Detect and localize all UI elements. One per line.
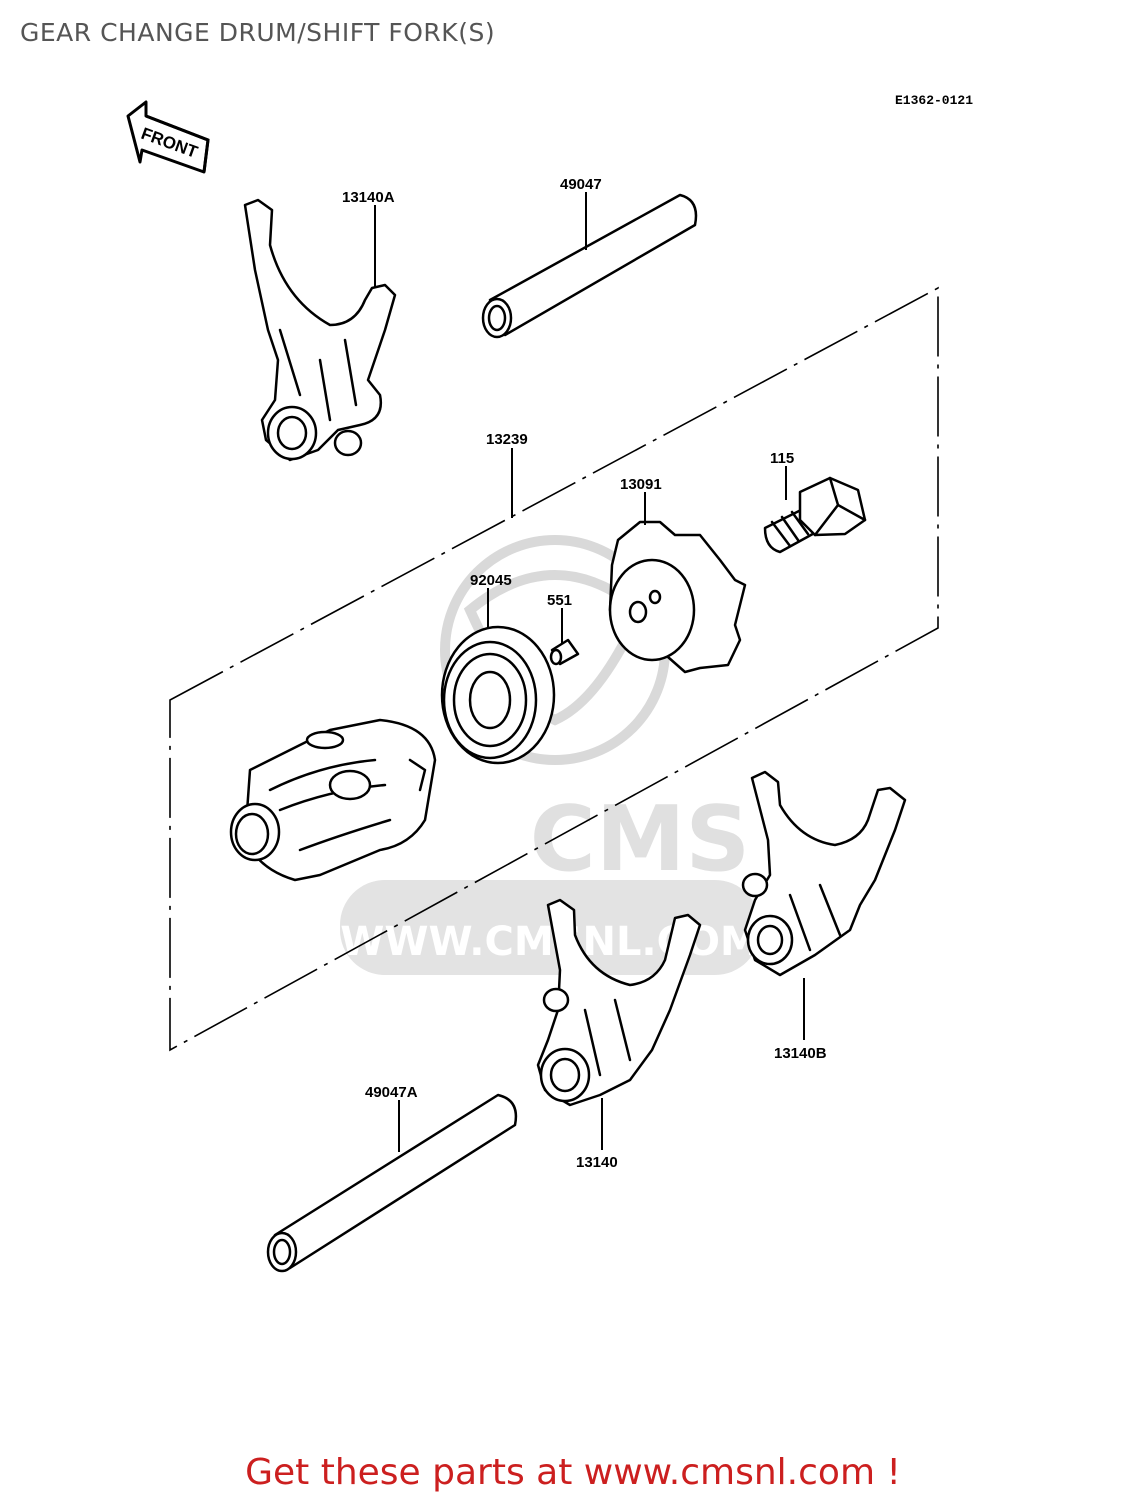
- part-label-13140A: 13140A: [342, 189, 395, 206]
- part-label-13140: 13140: [576, 1154, 618, 1171]
- part-label-13140B: 13140B: [774, 1045, 827, 1062]
- shift-fork-13140: [536, 898, 702, 1107]
- diagram-ref: E1362-0121: [895, 93, 973, 108]
- pin-551: [549, 638, 580, 666]
- star-cam-13091: [608, 520, 747, 674]
- page-title: GEAR CHANGE DRUM/SHIFT FORK(S): [20, 18, 496, 47]
- front-arrow-icon: FRONT: [126, 100, 210, 174]
- assembly-outline: [169, 286, 939, 1052]
- part-label-92045: 92045: [470, 572, 512, 589]
- part-label-13091: 13091: [620, 476, 662, 493]
- shift-shaft-49047A: [266, 1093, 518, 1273]
- part-label-49047: 49047: [560, 176, 602, 193]
- part-label-551: 551: [547, 592, 572, 609]
- shift-fork-13140A: [243, 198, 397, 462]
- part-label-115: 115: [770, 450, 794, 467]
- leader-lines: [374, 192, 805, 1152]
- shift-fork-13140B: [741, 770, 907, 977]
- bearing-92045: [440, 625, 556, 765]
- watermark-brand: CMS: [530, 787, 750, 892]
- shift-drum-13239: [229, 718, 437, 882]
- parts-diagram: CMS WWW.CMSNL.COM E1362-0121 FRONT: [126, 93, 973, 1273]
- part-label-49047A: 49047A: [365, 1084, 418, 1101]
- part-label-13239: 13239: [486, 431, 528, 448]
- footer-link[interactable]: Get these parts at www.cmsnl.com !: [245, 1452, 901, 1493]
- shift-shaft-49047: [481, 193, 698, 339]
- bolt-115: [763, 476, 867, 554]
